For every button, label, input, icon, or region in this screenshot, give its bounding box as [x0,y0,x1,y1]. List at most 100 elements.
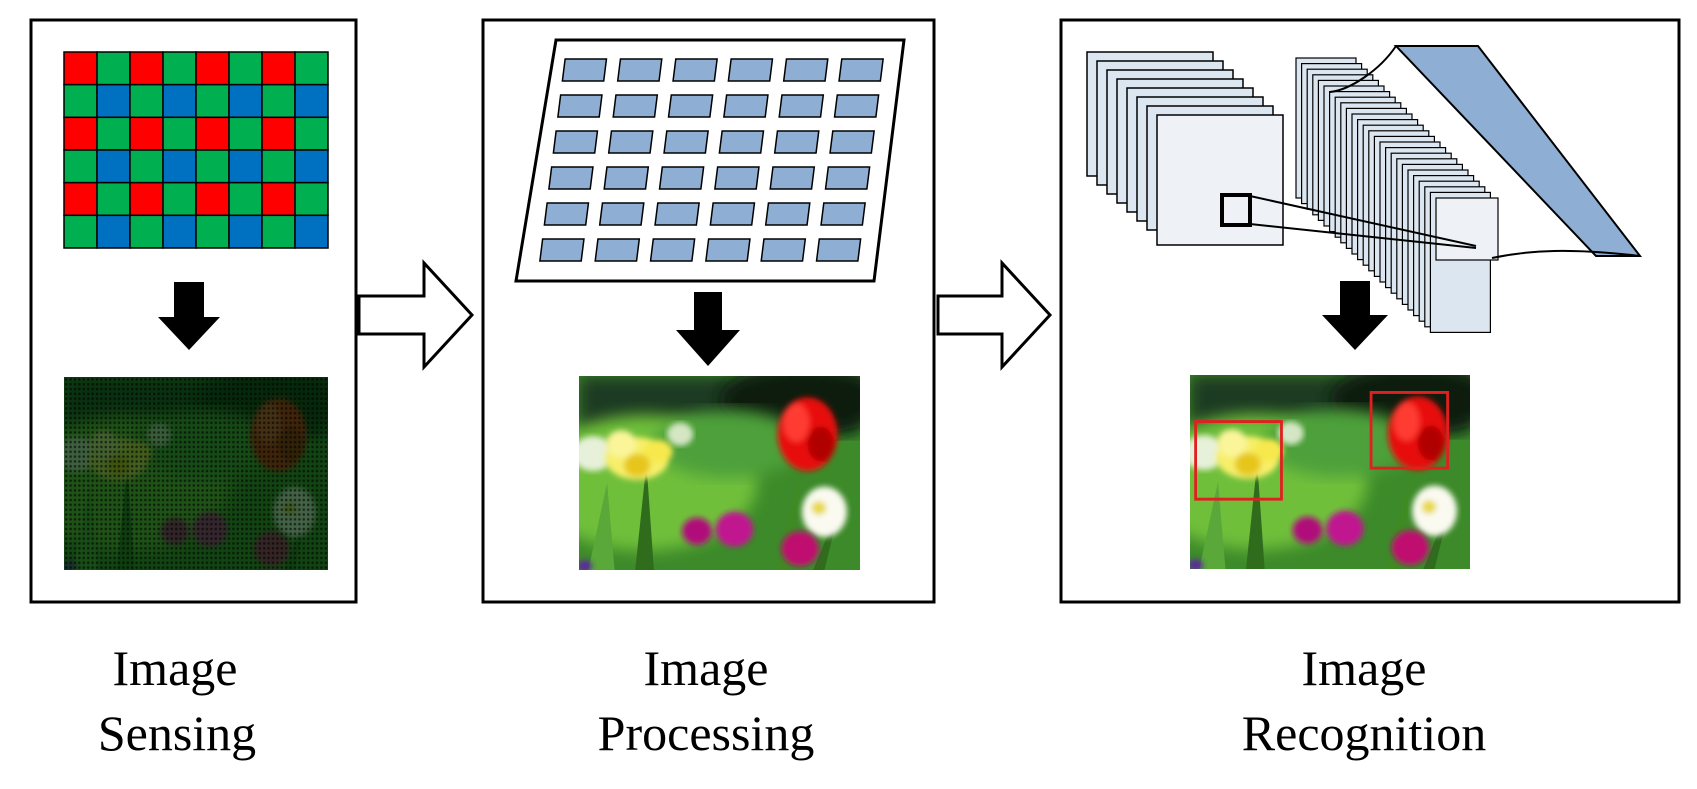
bayer-cell [162,51,197,86]
bayer-cell [63,149,98,184]
processing-element [833,94,880,118]
bayer-cell [96,83,131,119]
layer-connection-top [1329,45,1397,93]
bayer-cell [96,149,131,184]
conv-feature-sheet [1435,197,1499,261]
bayer-cell [261,149,296,184]
processing-element [649,238,696,262]
projection-line-top [1249,195,1477,247]
layer-connection-bottom [1491,249,1641,259]
processing-element [672,58,718,82]
processing-element-array [539,58,884,262]
caption-processing-line2: Processing [598,705,815,761]
processing-element [727,58,774,82]
bayer-cell [63,181,98,217]
bayer-cell [162,149,197,184]
processing-element [760,238,807,262]
bayer-cell [228,214,263,249]
processing-element [820,202,866,226]
processing-element [561,58,608,82]
stage-arrow-1 [357,259,475,371]
bayer-cell [96,181,131,217]
processing-element [782,58,829,82]
bayer-cell [294,214,329,249]
bayer-cell [63,214,98,249]
processing-element [764,202,811,226]
yellow-flower-detection [1194,420,1283,501]
bayer-cell [63,116,98,151]
recognition-down-arrow [1322,281,1388,350]
bayer-cell [294,116,329,151]
bayer-cell [63,83,98,119]
processing-element [543,202,590,226]
bayer-cell [129,149,164,184]
caption-recognition-line2: Recognition [1242,705,1486,761]
processing-element [607,130,654,154]
bayer-cell [195,181,230,217]
bayer-cell [228,181,263,217]
bayer-cell [294,51,329,86]
sensing-down-arrow [158,282,220,350]
processing-element [594,238,641,262]
processing-element [718,130,765,154]
processing-element [539,238,585,262]
processing-element [714,166,760,190]
bayer-cell [195,83,230,119]
bayer-cell [294,181,329,217]
conv-layer-feature-maps [1295,57,1499,333]
bayer-cell [129,116,164,151]
bayer-cell [261,116,296,151]
recognized-image [1143,365,1498,571]
bayer-cell [96,116,131,151]
caption-recognition-line1: Image [1302,640,1427,696]
bayer-cell [129,181,164,217]
caption-sensing-line1: Image [113,640,238,696]
processing-element [612,94,659,118]
processing-down-arrow [676,292,740,366]
processing-element [769,166,816,190]
processing-element [548,166,594,190]
processing-element [778,94,825,118]
bayer-cell [96,51,131,86]
bayer-cell [261,214,296,249]
bayer-cell [129,83,164,119]
processing-element [667,94,714,118]
processing-element [709,202,756,226]
bayer-cell [195,51,230,86]
red-tulip-detection [1369,391,1449,470]
processing-element [815,238,862,262]
processing-element [658,166,705,190]
bayer-cell [129,214,164,249]
receptive-field-window [1220,193,1252,227]
processing-element [824,166,871,190]
bayer-cell [162,214,197,249]
bayer-cell [63,51,98,86]
processed-image [532,366,888,572]
processing-element [552,130,599,154]
raw-sensor-image [64,377,328,570]
bayer-cell [162,181,197,217]
bayer-cell [195,116,230,151]
bayer-cell [294,149,329,184]
processing-element [838,58,884,82]
processing-element [603,166,650,190]
bayer-cell [162,116,197,151]
processing-element [829,130,875,154]
bayer-cell [261,51,296,86]
processing-element [616,58,663,82]
bayer-cell [228,83,263,119]
processing-element [557,94,603,118]
projection-line-bottom [1249,223,1477,249]
processing-element [773,130,820,154]
bayer-cell [129,51,164,86]
bayer-cell [162,83,197,119]
bayer-cell [261,83,296,119]
caption-sensing-line2: Sensing [98,705,256,761]
bayer-cell [228,116,263,151]
bayer-cell [228,51,263,86]
bayer-cell [96,214,131,249]
processing-element [705,238,751,262]
bayer-cell [228,149,263,184]
bayer-cell [294,83,329,119]
